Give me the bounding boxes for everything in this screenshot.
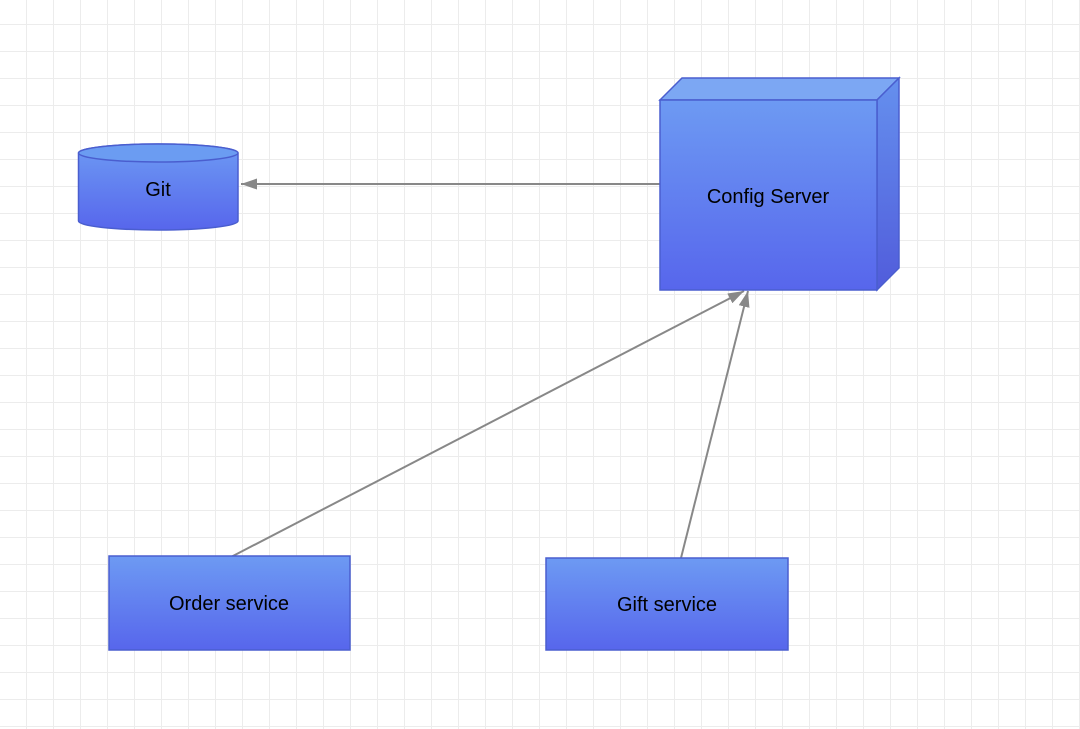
cube-side-face[interactable]: [876, 76, 900, 292]
order-service-box[interactable]: [108, 555, 351, 651]
node-order-service: Order service: [108, 555, 351, 651]
node-order-service-label: Order service: [169, 593, 289, 615]
gift-service-box[interactable]: [545, 557, 789, 651]
node-git: Git: [77, 143, 239, 231]
node-git-label: Git: [145, 179, 171, 201]
cube-top-face[interactable]: [658, 77, 901, 101]
node-config-server: Config Server: [658, 76, 901, 292]
cube-front-face[interactable]: [659, 99, 878, 291]
edge-gift-service-to-config-server[interactable]: [680, 290, 750, 559]
node-config-server-label: Config Server: [707, 186, 830, 208]
node-gift-service: Gift service: [545, 557, 789, 651]
edges: [230, 178, 750, 559]
node-gift-service-label: Gift service: [617, 594, 717, 616]
cylinder-cap[interactable]: [77, 143, 239, 163]
edge-order-service-to-config-server[interactable]: [230, 290, 745, 558]
